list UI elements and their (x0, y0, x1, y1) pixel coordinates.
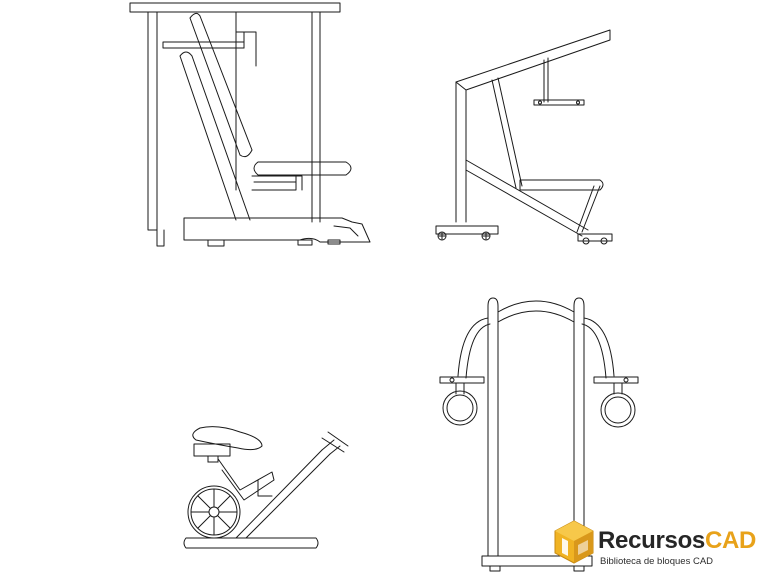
recursoscad-logo-icon (554, 520, 594, 564)
watermark-brand-part1: Recursos (598, 527, 705, 554)
ring-station-drawing (439, 297, 639, 572)
watermark-brand-name: RecursosCAD (598, 529, 756, 553)
abdominal-bench-drawing (129, 2, 371, 247)
watermark-tagline: Biblioteca de bloques CAD (600, 556, 714, 567)
exercise-bike-drawing (183, 426, 349, 549)
pull-down-machine-drawing (435, 29, 613, 245)
watermark-brand-part2: CAD (704, 527, 757, 554)
